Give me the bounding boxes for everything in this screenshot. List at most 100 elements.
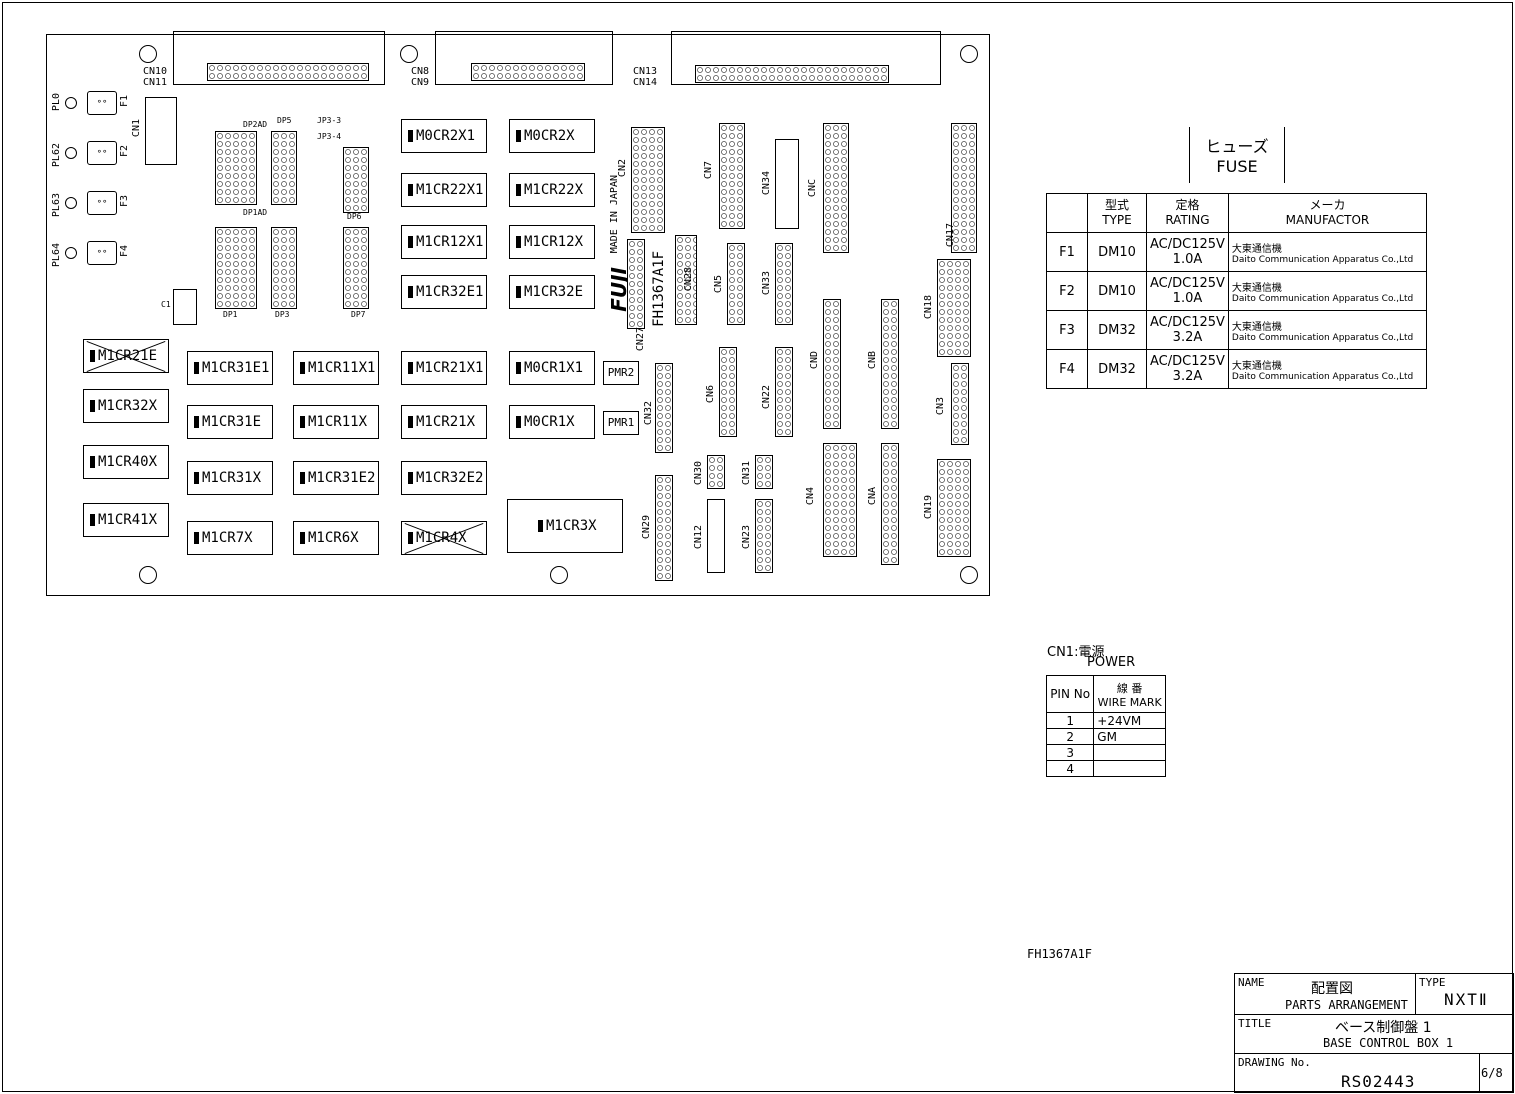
vertical-connector xyxy=(631,127,665,233)
tb-drawing-number: RS02443 xyxy=(1341,1072,1416,1091)
cn1-wire xyxy=(1093,760,1166,777)
tb-title-cell: TITLE ベース制御盤 1 BASE CONTROL BOX 1 xyxy=(1235,1015,1513,1054)
table-row: 3 xyxy=(1045,744,1166,761)
fuse-type: DM10 xyxy=(1087,232,1147,272)
relay: M1CR32E1 xyxy=(401,275,487,309)
cn1-pin: 4 xyxy=(1045,760,1095,777)
cn-label: CN10 xyxy=(143,66,168,77)
relay: M1CR21X1 xyxy=(401,351,487,385)
relay: M1CR7X xyxy=(187,521,273,555)
cn-label: CN22 xyxy=(761,385,772,410)
vertical-connector xyxy=(675,235,697,325)
vertical-connector xyxy=(755,455,773,489)
vertical-connector xyxy=(775,139,799,229)
cn-label: CN18 xyxy=(923,295,934,320)
vertical-connector xyxy=(823,299,841,429)
connector-cn1 xyxy=(145,97,177,165)
fuse-id: F3 xyxy=(1046,310,1088,350)
tb-title-en: BASE CONTROL BOX 1 xyxy=(1323,1036,1454,1050)
dip-label: DP3 xyxy=(275,310,290,319)
vertical-connector xyxy=(951,363,969,445)
dip-label: DP1 xyxy=(223,310,238,319)
cn1-wire: +24VM xyxy=(1093,712,1166,729)
cn-label: CNC xyxy=(807,179,818,198)
relay: M1CR22X1 xyxy=(401,173,487,207)
cn-label: CN31 xyxy=(741,461,752,486)
cn1-subtitle: POWER xyxy=(1087,655,1136,670)
cn-label: CN33 xyxy=(761,271,772,296)
relay: M1CR12X xyxy=(509,225,595,259)
cn-label: CN19 xyxy=(923,495,934,520)
lamp-label: PL64 xyxy=(51,243,62,268)
capacitor-c1 xyxy=(173,289,197,325)
mount-hole xyxy=(960,566,978,584)
cn-label: CN6 xyxy=(705,385,716,404)
cn-label: CN2 xyxy=(617,159,628,178)
jumper-label: JP3-3 xyxy=(317,116,342,125)
relay: M1CR40X xyxy=(83,445,169,479)
table-row: 1+24VM xyxy=(1045,712,1166,729)
tb-type-value: NXTⅡ xyxy=(1444,990,1489,1009)
relay: M1CR11X1 xyxy=(293,351,379,385)
tb-name-en: PARTS ARRANGEMENT xyxy=(1285,998,1408,1012)
tb-sheet-number: 6/8 xyxy=(1481,1066,1503,1080)
board-number: FH1367A1F xyxy=(651,251,667,327)
cn-label: CN30 xyxy=(693,461,704,486)
vertical-connector xyxy=(937,459,971,557)
vertical-connector xyxy=(823,123,849,253)
lamp-label: PL63 xyxy=(51,193,62,218)
dip-switch xyxy=(271,227,297,309)
cn1-wire: GM xyxy=(1093,728,1166,745)
made-in-label: MADE IN JAPAN xyxy=(609,175,620,254)
cn-label: CN5 xyxy=(713,275,724,294)
tb-drawing-cell: DRAWING No. RS02443 xyxy=(1235,1054,1480,1092)
vertical-connector xyxy=(775,347,793,437)
vertical-connector xyxy=(727,243,745,325)
pilot-lamp xyxy=(65,97,77,109)
relay: M1CR21X xyxy=(401,405,487,439)
fuse-type: DM10 xyxy=(1087,271,1147,311)
fuse-holder: ∘∘ xyxy=(87,241,117,265)
fuse-col-id xyxy=(1046,193,1088,233)
cn-label: CN7 xyxy=(703,161,714,180)
vertical-connector xyxy=(951,123,977,253)
vertical-connector xyxy=(881,443,899,565)
tb-name-label: NAME xyxy=(1238,976,1265,989)
cn-label: CN9 xyxy=(411,77,430,88)
mount-hole xyxy=(139,45,157,63)
cn-label: CN11 xyxy=(143,77,168,88)
cn-label: CN1 xyxy=(131,119,142,138)
cn-label: CN34 xyxy=(761,171,772,196)
fuse-type: DM32 xyxy=(1087,310,1147,350)
cn-label: CND xyxy=(809,351,820,370)
fuse-id: F2 xyxy=(1046,271,1088,311)
tb-name-cell: NAME 配置図 PARTS ARRANGEMENT xyxy=(1235,974,1416,1015)
dip-label: DP1AD xyxy=(243,208,268,217)
dip-label: DP5 xyxy=(277,116,292,125)
cn-label: CN13 xyxy=(633,66,658,77)
fuse-type: DM32 xyxy=(1087,349,1147,389)
relay: M1CR4X xyxy=(401,521,487,555)
dip-label: DP6 xyxy=(347,212,362,221)
relay: M1CR31E xyxy=(187,405,273,439)
dip-switch xyxy=(215,227,257,309)
capacitor-label: C1 xyxy=(161,300,171,309)
title-block: NAME 配置図 PARTS ARRANGEMENT TYPE NXTⅡ TIT… xyxy=(1234,973,1514,1093)
vertical-connector xyxy=(823,443,857,557)
relay: M1CR31E1 xyxy=(187,351,273,385)
cn-label: CNB xyxy=(867,351,878,370)
vertical-connector xyxy=(937,259,971,357)
tb-drawing-label: DRAWING No. xyxy=(1238,1056,1311,1069)
cn-label: CN4 xyxy=(805,487,816,506)
tb-name-jp: 配置図 xyxy=(1311,981,1353,997)
tb-type-cell: TYPE NXTⅡ xyxy=(1416,974,1513,1015)
